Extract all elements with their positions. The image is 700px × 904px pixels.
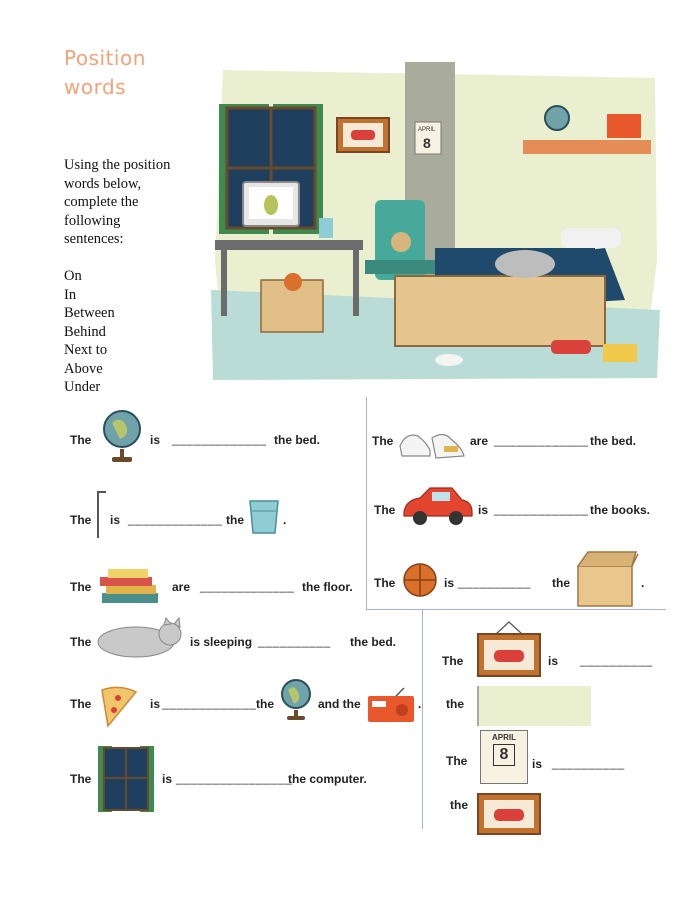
wall-panel-icon [477, 686, 591, 726]
sentence-word: is [150, 697, 161, 711]
globe-icon [281, 679, 311, 720]
radio-icon [368, 687, 414, 722]
sentence-word: The [70, 772, 92, 786]
sentence-word: is [548, 654, 559, 668]
sentence-word: The [70, 635, 92, 649]
sentence-word: the computer. [288, 772, 367, 786]
answer-blank[interactable]: _____________ [128, 512, 223, 526]
sentence-word: is [444, 576, 455, 590]
answer-blank[interactable]: _____________ [172, 432, 267, 446]
cat-icon [97, 616, 182, 658]
calendar-icon: APRIL 8 [480, 730, 528, 784]
sentence-word: and the [318, 697, 361, 711]
sentence-word: the bed. [590, 434, 637, 448]
position-word: On [64, 268, 82, 284]
sentence-word: The [374, 576, 396, 590]
divider [422, 609, 423, 829]
calendar-day: 8 [493, 744, 515, 766]
position-word: Under [64, 379, 101, 395]
cup-icon [249, 500, 279, 534]
sentence-word: the [256, 697, 274, 711]
sentence-word: The [446, 754, 468, 768]
answer-blank[interactable]: __________ [258, 634, 331, 648]
answer-blank[interactable]: _____________ [162, 696, 257, 710]
sentence-word: The [70, 433, 92, 447]
pizza-slice-icon [101, 686, 138, 728]
sentence-word: is [478, 503, 489, 517]
cardboard-box-icon [577, 551, 639, 607]
window-icon [98, 746, 154, 812]
sentence-word: The [70, 580, 92, 594]
sentence-word: is [150, 433, 161, 447]
answer-blank[interactable]: __________ [552, 756, 625, 770]
svg-text:APRIL: APRIL [418, 127, 436, 133]
position-word: Next to [64, 342, 108, 358]
sentence-word: the floor. [302, 580, 353, 594]
sentence-word: are [172, 580, 191, 594]
sentence-word: The [374, 503, 396, 517]
toy-car-icon [403, 487, 473, 525]
sentence-word: the bed. [274, 433, 321, 447]
framed-picture-icon [477, 793, 541, 835]
books-icon [100, 569, 158, 603]
position-word: Between [64, 305, 115, 321]
position-word: Behind [64, 323, 106, 340]
sentence-word: the [446, 697, 464, 711]
sentence-word: the books. [590, 503, 651, 517]
instructions: Using the position words below, complete… [64, 157, 171, 247]
sentence-word: the [552, 576, 570, 590]
sentence-word: the [450, 798, 468, 812]
answer-blank[interactable]: __________ [580, 653, 653, 667]
sentence-word: is sleeping [190, 635, 253, 649]
answer-blank[interactable]: _____________ [494, 433, 589, 447]
position-word: Above [64, 360, 103, 377]
divider [366, 609, 666, 610]
sentence-word: The [70, 697, 92, 711]
calendar-month: APRIL [492, 733, 516, 742]
sentence-word: is [532, 757, 543, 771]
sentence-word: The [442, 654, 464, 668]
globe-icon [103, 410, 141, 462]
sentence-word: the [226, 513, 244, 527]
position-word-list: On In Between Behind Next to Above Under [64, 267, 115, 397]
answer-blank[interactable]: _____________ [494, 502, 589, 516]
svg-text:8: 8 [423, 135, 431, 151]
sentence-word: is [110, 513, 121, 527]
sentence-word: The [70, 513, 92, 527]
sentence-word: is [162, 772, 173, 786]
sentence-word: . [418, 697, 422, 711]
bedroom-illustration: APRIL 8 [211, 62, 660, 380]
divider [366, 397, 367, 609]
ball-icon [403, 563, 437, 597]
position-word: In [64, 286, 77, 303]
shoes-icon [399, 433, 465, 459]
answer-blank[interactable]: _____________ [200, 579, 295, 593]
sentence-word: . [641, 576, 645, 590]
answer-blank[interactable]: ________________ [176, 771, 293, 785]
framed-picture-icon [477, 621, 541, 677]
page-title: Position words [64, 46, 146, 99]
sentence-word: The [372, 434, 394, 448]
answer-blank[interactable]: __________ [458, 575, 531, 589]
sentence-word: the bed. [350, 635, 397, 649]
sentence-word: are [470, 434, 489, 448]
sentence-word: . [283, 513, 287, 527]
wall-corner-icon [97, 491, 106, 538]
